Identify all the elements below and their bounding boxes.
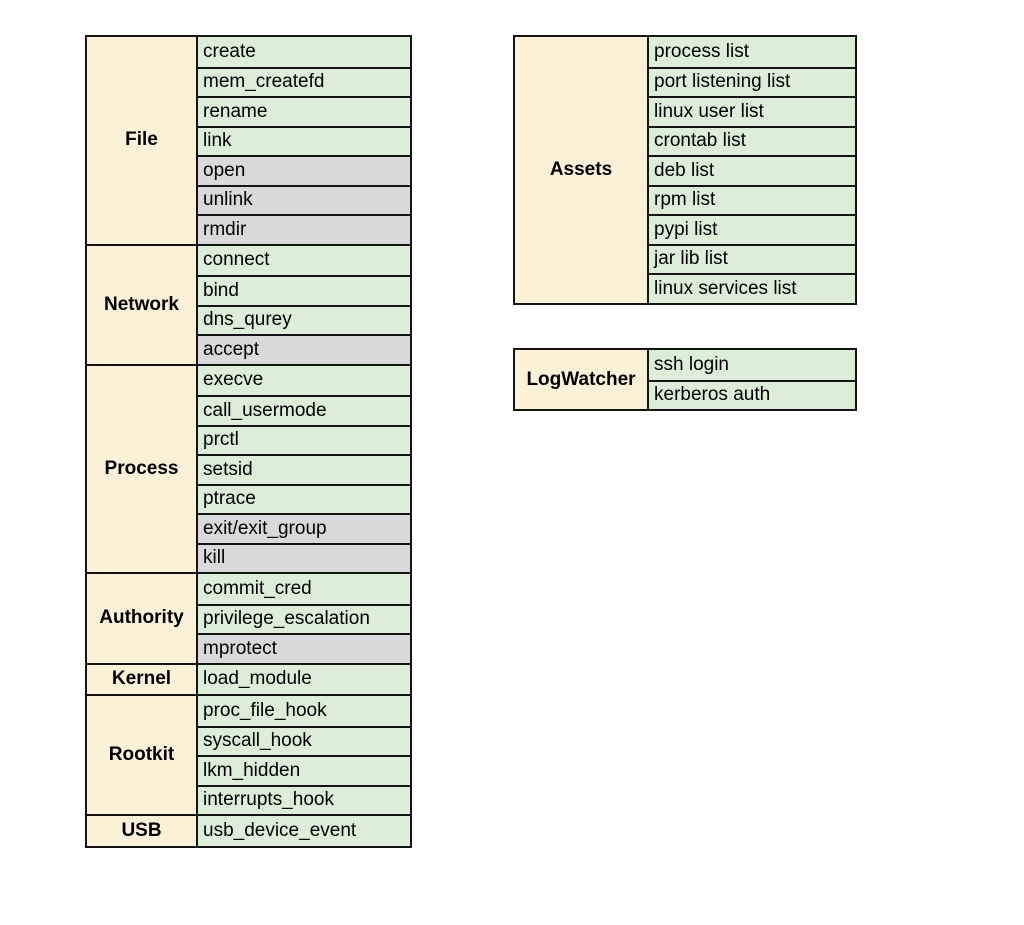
item-cell: port listening list: [649, 66, 855, 96]
item-cell: process list: [649, 37, 855, 67]
item-cell: lkm_hidden: [198, 755, 410, 785]
items-column: load_module: [198, 664, 410, 694]
item-cell: syscall_hook: [198, 725, 410, 755]
item-cell: mprotect: [198, 633, 410, 663]
item-cell: privilege_escalation: [198, 603, 410, 633]
item-cell: open: [198, 155, 410, 185]
item-cell: kill: [198, 542, 410, 572]
item-cell: exit/exit_group: [198, 513, 410, 543]
item-cell: setsid: [198, 454, 410, 484]
item-cell: accept: [198, 334, 410, 364]
item-cell: jar lib list: [649, 243, 855, 273]
category-cell: USB: [87, 816, 198, 846]
item-cell: interrupts_hook: [198, 784, 410, 814]
item-cell: ssh login: [649, 350, 855, 380]
category-cell: Network: [87, 245, 198, 364]
item-cell: rpm list: [649, 184, 855, 214]
item-cell: connect: [198, 245, 410, 275]
item-cell: linux services list: [649, 273, 855, 303]
item-cell: unlink: [198, 184, 410, 214]
item-cell: crontab list: [649, 125, 855, 155]
item-cell: dns_qurey: [198, 304, 410, 334]
item-cell: linux user list: [649, 96, 855, 126]
item-cell: load_module: [198, 664, 410, 694]
item-cell: mem_createfd: [198, 66, 410, 96]
category-cell: Kernel: [87, 664, 198, 694]
item-cell: create: [198, 37, 410, 67]
item-cell: call_usermode: [198, 395, 410, 425]
item-cell: execve: [198, 365, 410, 395]
category-cell: Rootkit: [87, 696, 198, 814]
category-cell: File: [87, 37, 198, 244]
item-cell: pypi list: [649, 214, 855, 244]
category-cell: Authority: [87, 574, 198, 663]
item-cell: bind: [198, 275, 410, 305]
category-cell: LogWatcher: [515, 350, 649, 409]
category-cell: Assets: [515, 37, 649, 303]
item-cell: deb list: [649, 155, 855, 185]
item-cell: kerberos auth: [649, 379, 855, 409]
item-cell: usb_device_event: [198, 816, 410, 846]
items-column: usb_device_event: [198, 816, 410, 846]
item-cell: commit_cred: [198, 574, 410, 604]
item-cell: rename: [198, 96, 410, 126]
item-cell: rmdir: [198, 214, 410, 244]
category-cell: Process: [87, 365, 198, 572]
item-cell: proc_file_hook: [198, 696, 410, 726]
item-cell: prctl: [198, 424, 410, 454]
item-cell: ptrace: [198, 483, 410, 513]
item-cell: link: [198, 125, 410, 155]
